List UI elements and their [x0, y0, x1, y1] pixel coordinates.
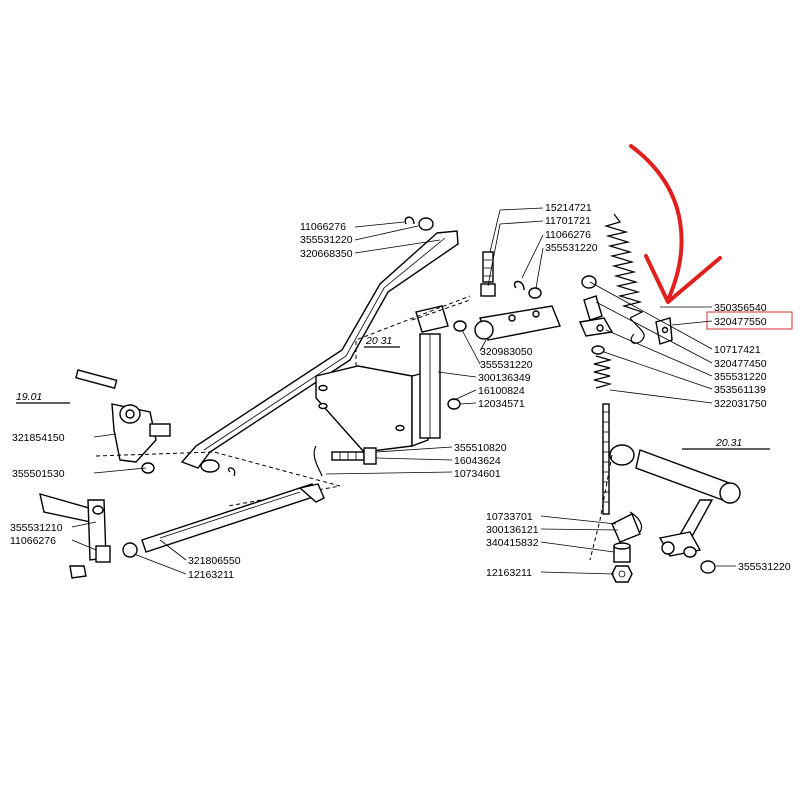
label-11066276-top: 11066276 — [300, 221, 346, 233]
label-322031750: 322031750 — [714, 398, 767, 410]
label-320477550: 320477550 — [714, 316, 767, 328]
reference-20-31-right: 20.31 — [682, 437, 770, 450]
label-353561139: 353561139 — [714, 384, 766, 396]
label-12163211-left: 12163211 — [188, 569, 234, 581]
lower-spring — [593, 355, 613, 515]
control-rod — [180, 230, 459, 473]
center-bolt — [313, 398, 461, 477]
label-321806550: 321806550 — [188, 555, 241, 567]
label-355531220-mid: 355531220 — [545, 242, 598, 254]
label-321854150: 321854150 — [12, 432, 65, 444]
label-320477450: 320477450 — [714, 358, 767, 370]
label-10734601: 10734601 — [454, 468, 501, 480]
svg-text:19.01: 19.01 — [16, 391, 42, 403]
label-300136121: 300136121 — [486, 524, 539, 536]
reference-19-01: 19.01 — [16, 391, 70, 404]
label-355510820: 355510820 — [454, 442, 507, 454]
label-355531220-right: 355531220 — [714, 371, 767, 383]
left-bracket — [75, 369, 341, 507]
clip-washer-top — [404, 216, 434, 231]
svg-text:20 31: 20 31 — [365, 335, 392, 347]
label-355501530: 355501530 — [12, 468, 65, 480]
label-355531220-bottom-right: 355531220 — [738, 561, 791, 573]
label-320983050: 320983050 — [480, 346, 533, 358]
label-15214721: 15214721 — [545, 202, 592, 214]
label-355531210: 355531210 — [10, 522, 63, 534]
right-shaft — [589, 444, 741, 561]
label-355531220-top: 355531220 — [300, 234, 353, 246]
label-16043624: 16043624 — [454, 455, 501, 467]
label-16100824: 16100824 — [478, 385, 525, 397]
label-350356540: 350356540 — [714, 302, 767, 314]
label-11701721: 11701721 — [545, 215, 591, 227]
label-11066276-mid: 11066276 — [545, 229, 591, 241]
label-10733701: 10733701 — [486, 511, 533, 523]
center-bracket — [315, 295, 471, 453]
lower-clevis — [611, 511, 716, 583]
label-355531220-center: 355531220 — [480, 359, 533, 371]
label-320668350: 320668350 — [300, 248, 353, 260]
right-small-parts — [579, 275, 673, 355]
label-300136349: 300136349 — [478, 372, 531, 384]
reference-20-31-center: 20 31 — [364, 335, 400, 348]
label-340415832: 340415832 — [486, 537, 539, 549]
lower-left-lever — [39, 467, 325, 579]
leader-lines — [71, 207, 736, 575]
label-12034571: 12034571 — [478, 398, 525, 410]
svg-text:20.31: 20.31 — [715, 437, 742, 449]
pivot-lever — [453, 251, 561, 341]
label-12163211-right: 12163211 — [486, 567, 532, 579]
part-labels: 11066276 355531220 320668350 15214721 11… — [10, 202, 791, 581]
label-10717421: 10717421 — [714, 344, 761, 356]
highlight-box — [706, 311, 793, 330]
upper-spring — [603, 213, 645, 344]
label-11066276-low: 11066276 — [10, 535, 56, 547]
highlight-arrow — [629, 144, 722, 304]
